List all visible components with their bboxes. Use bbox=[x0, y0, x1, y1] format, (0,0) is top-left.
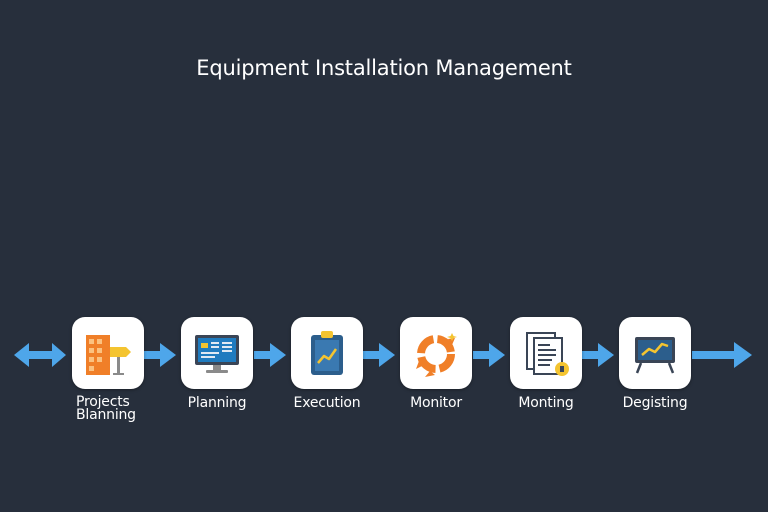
recycle-icon bbox=[416, 333, 457, 377]
arrow-right-icon bbox=[363, 343, 395, 367]
double-arrow-icon bbox=[14, 343, 66, 367]
step-execution: Execution bbox=[291, 317, 363, 410]
arrow-right-icon bbox=[144, 343, 176, 367]
step-card bbox=[291, 317, 363, 389]
presentation-chart-icon bbox=[635, 337, 675, 374]
arrow-right-icon bbox=[692, 342, 752, 368]
step-card bbox=[72, 317, 144, 389]
step-card bbox=[181, 317, 253, 389]
step-monting: Monting bbox=[510, 317, 582, 410]
step-degisting: Degisting bbox=[619, 317, 691, 410]
arrow-right-icon bbox=[582, 343, 614, 367]
step-label: Monting bbox=[518, 395, 574, 411]
step-card bbox=[619, 317, 691, 389]
step-label: Projects Blanning bbox=[76, 394, 136, 423]
arrow-right-icon bbox=[254, 343, 286, 367]
step-planning: Planning bbox=[181, 317, 253, 410]
clipboard-chart-icon bbox=[311, 331, 343, 375]
documents-lightbulb-icon bbox=[526, 332, 569, 376]
page-title: Equipment Installation Management bbox=[196, 56, 572, 80]
arrow-right-icon bbox=[473, 343, 505, 367]
flow-arrows bbox=[14, 342, 752, 368]
step-label: Monitor bbox=[410, 395, 462, 411]
step-label: Execution bbox=[293, 395, 361, 411]
building-signpost-icon bbox=[86, 335, 131, 375]
step-monitor: Monitor bbox=[400, 317, 472, 410]
monitor-dashboard-icon bbox=[195, 335, 239, 373]
step-card bbox=[510, 317, 582, 389]
step-card bbox=[400, 317, 472, 389]
process-flow: Projects Blanning Planning bbox=[0, 300, 768, 450]
step-projects-planning: Projects Blanning bbox=[72, 317, 144, 422]
step-label: Degisting bbox=[622, 395, 688, 411]
step-label: Planning bbox=[187, 395, 247, 411]
